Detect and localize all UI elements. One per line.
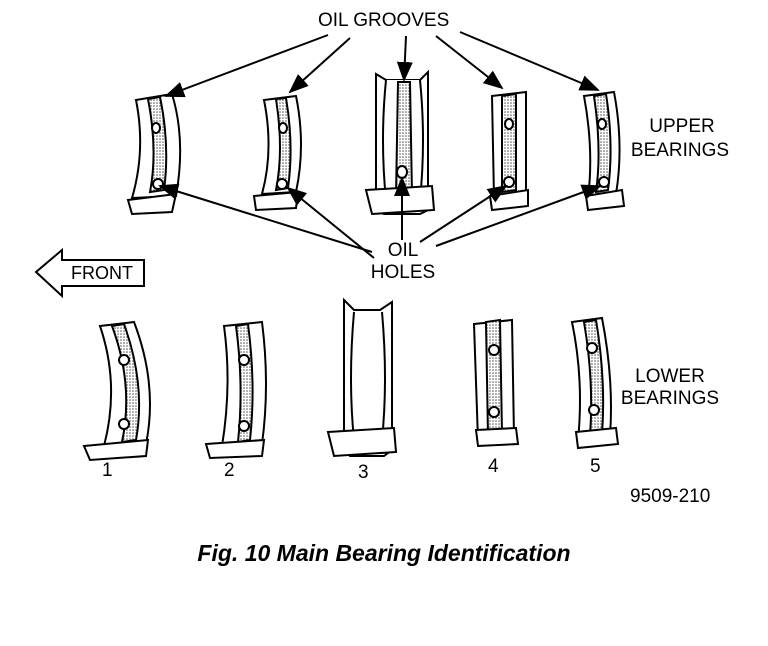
bearing-number-5: 5 bbox=[590, 456, 601, 477]
lower-bearings-label-line1: LOWER bbox=[635, 366, 705, 387]
lower-bearing-2 bbox=[204, 320, 267, 460]
lower-bearing-1 bbox=[82, 320, 151, 462]
oil-holes-label-line1: OIL bbox=[387, 240, 419, 261]
bearing-number-2: 2 bbox=[224, 460, 235, 481]
lower-bearing-5 bbox=[570, 316, 620, 450]
lower-bearing-3 bbox=[326, 297, 398, 458]
upper-bearing-1 bbox=[126, 92, 182, 216]
front-arrow bbox=[34, 247, 145, 299]
upper-bearing-4 bbox=[488, 90, 529, 212]
oil-grooves-label: OIL GROOVES bbox=[318, 10, 450, 31]
oil-holes-label-line2: HOLES bbox=[370, 262, 436, 283]
figure-caption: Fig. 10 Main Bearing Identification bbox=[197, 540, 571, 566]
front-label: FRONT bbox=[71, 263, 133, 283]
figure-code: 9509-210 bbox=[630, 486, 711, 507]
lower-bearing-4 bbox=[472, 318, 520, 448]
upper-bearing-2 bbox=[252, 94, 302, 212]
upper-bearing-3 bbox=[364, 69, 436, 216]
upper-bearings-label-line1: UPPER bbox=[649, 116, 715, 137]
upper-bearing-5 bbox=[582, 90, 626, 212]
bearing-number-3: 3 bbox=[358, 462, 369, 483]
lower-bearings-label-line2: BEARINGS bbox=[620, 388, 720, 409]
oil-groove-arrows bbox=[164, 31, 600, 98]
oil-hole-arrows bbox=[158, 176, 602, 259]
bearing-number-4: 4 bbox=[488, 456, 499, 477]
bearing-number-1: 1 bbox=[102, 460, 113, 481]
upper-bearings-label-line2: BEARINGS bbox=[630, 140, 730, 161]
